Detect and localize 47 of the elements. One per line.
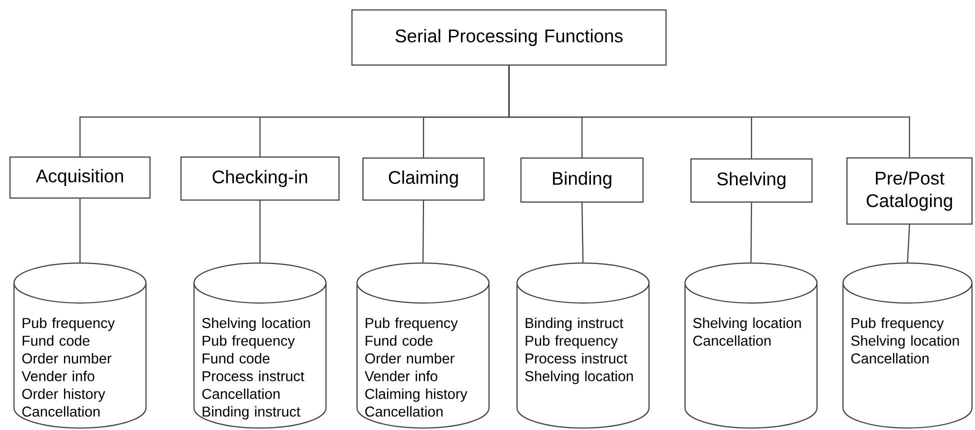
process-box: Pre/Post Cataloging: [846, 157, 973, 225]
node-label: Fund code: [202, 353, 270, 364]
database-cylinder: Pub frequency Shelving location Cancellation: [842, 262, 973, 429]
node-label: Cancellation: [693, 335, 771, 346]
connector-line: [906, 224, 910, 262]
title-box: Serial Processing Functions: [351, 9, 667, 66]
process-box: Acquisition: [9, 156, 151, 199]
node-label: Cancellation: [202, 388, 280, 399]
node-label: Binding instruct: [526, 318, 624, 331]
node-label: Fund code: [366, 335, 432, 346]
node-label: Cancellation: [365, 406, 443, 417]
node-label: Vender info: [364, 370, 438, 382]
connector-line: [750, 202, 752, 262]
process-box: Claiming: [362, 157, 485, 201]
node-label: Binding instruct: [202, 406, 300, 420]
node-label: Shelving location: [202, 318, 310, 331]
connector-line: [259, 200, 261, 262]
database-cylinder: Pub frequency Fund code Order number Vender info Order history Cancellation: [13, 262, 147, 429]
database-cylinder: Shelving location Pub frequency Fund code Process instruct Cancellation Binding instruct: [193, 262, 327, 429]
node-label: Process instruct: [526, 353, 628, 364]
database-cylinder: Shelving location Cancellation: [684, 262, 818, 429]
node-label: Order number: [365, 353, 454, 364]
node-label: Pub frequency: [852, 318, 944, 331]
node-label: Pub frequency: [22, 318, 115, 331]
node-label: Order number: [22, 353, 112, 364]
node-label: Claiming history: [365, 388, 468, 402]
connector-line: [581, 202, 584, 262]
node-label: Vender info: [22, 370, 94, 382]
connector-line: [422, 200, 424, 262]
node-label: Fund code: [22, 335, 90, 346]
connector-line: [79, 198, 81, 262]
process-box: Checking-in: [180, 156, 340, 201]
node-label: Cancellation: [851, 353, 929, 364]
process-box: Shelving: [690, 158, 813, 203]
database-cylinder: Pub frequency Fund code Order number Vender info Claiming history Cancellation: [356, 262, 490, 429]
node-label: Shelving location: [525, 370, 633, 384]
tree-connector: [508, 66, 910, 158]
node-label: Shelving location: [851, 335, 959, 349]
node-label: Pub frequency: [202, 335, 295, 349]
process-box: Binding: [520, 157, 644, 203]
node-label: Process instruct: [202, 370, 304, 382]
node-label: Pub frequency: [526, 335, 618, 349]
node-label: Order history: [22, 388, 106, 402]
node-label: Cancellation: [22, 406, 100, 417]
node-label: Pub frequency: [366, 318, 458, 331]
node-label: Shelving location: [693, 318, 801, 331]
database-cylinder: Binding instruct Pub frequency Process instruct Shelving location: [516, 262, 650, 429]
